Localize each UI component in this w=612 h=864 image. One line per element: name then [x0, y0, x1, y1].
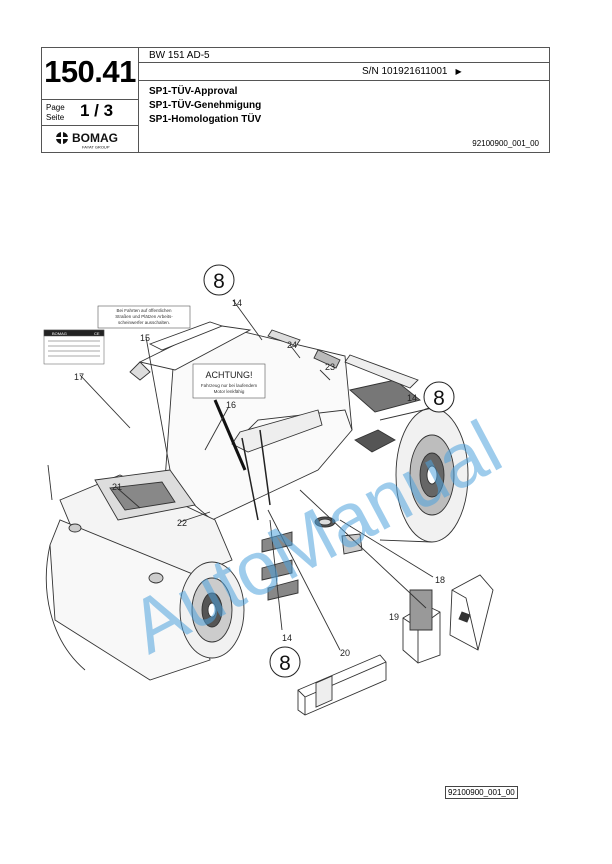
- svg-text:BOMAG: BOMAG: [52, 331, 67, 336]
- title-de: SP1-TÜV-Genehmigung: [149, 100, 262, 111]
- title-en: SP1-TÜV-Approval: [149, 86, 238, 97]
- arrow-right-icon: ▶: [455, 67, 462, 76]
- callout-15: 15: [140, 333, 150, 343]
- callout-14: 14: [407, 393, 417, 403]
- divider: [138, 80, 549, 81]
- warning-sign-title: ACHTUNG!: [206, 370, 253, 380]
- svg-text:scheinwerfer ausschalten.: scheinwerfer ausschalten.: [118, 320, 170, 325]
- callout-17: 17: [74, 372, 84, 382]
- svg-text:8: 8: [213, 270, 225, 293]
- callout-23: 23: [325, 362, 335, 372]
- callout-16: 16: [226, 400, 236, 410]
- callout-circle-8: 8: [269, 646, 301, 678]
- serial-number: S/N 101921611001▶: [362, 66, 462, 77]
- callout-20: 20: [340, 648, 350, 658]
- page-number: 1 / 3: [80, 101, 114, 120]
- divider: [42, 99, 138, 100]
- callout-circle-8: 8: [423, 381, 455, 413]
- svg-text:8: 8: [433, 387, 445, 410]
- divider: [138, 62, 549, 63]
- callout-18: 18: [435, 575, 445, 585]
- front-drum: [49, 519, 211, 681]
- title-fr: SP1-Homologation TÜV: [149, 114, 262, 125]
- callout-19: 19: [389, 612, 399, 622]
- divider: [42, 125, 138, 126]
- callout-22: 22: [177, 518, 187, 528]
- road-sign-text: Bei Fahrten auf öffentlichen: [117, 308, 172, 313]
- callout-circle-8: 8: [203, 264, 235, 296]
- model-name: BW 151 AD-5: [149, 50, 210, 61]
- svg-text:BOMAG: BOMAG: [72, 131, 118, 145]
- svg-text:FAYAT GROUP: FAYAT GROUP: [82, 145, 110, 150]
- image-id-label: 92100900_001_00: [445, 786, 518, 799]
- header-table: 150.41 Page Seite 1 / 3 BOMAG FAYAT GROU…: [41, 47, 550, 153]
- type-plate: [43, 329, 105, 365]
- svg-text:8: 8: [279, 652, 291, 675]
- svg-text:CE: CE: [94, 331, 100, 336]
- callout-14: 14: [282, 633, 292, 643]
- page-label: Page Seite: [46, 103, 65, 122]
- callout-21: 21: [112, 482, 122, 492]
- svg-text:Fahrzeug nur bei laufendem: Fahrzeug nur bei laufendem: [201, 383, 258, 388]
- document-id: 92100900_001_00: [472, 139, 539, 148]
- divider: [138, 48, 139, 152]
- callout-24: 24: [287, 340, 297, 350]
- bomag-logo: BOMAG FAYAT GROUP: [56, 131, 118, 150]
- callout-14: 14: [232, 298, 242, 308]
- svg-text:Straßen und Plätzen Arbeits-: Straßen und Plätzen Arbeits-: [115, 314, 173, 319]
- svg-text:Motor lenkfähig: Motor lenkfähig: [214, 389, 245, 394]
- chapter-number: 150.41: [44, 54, 136, 89]
